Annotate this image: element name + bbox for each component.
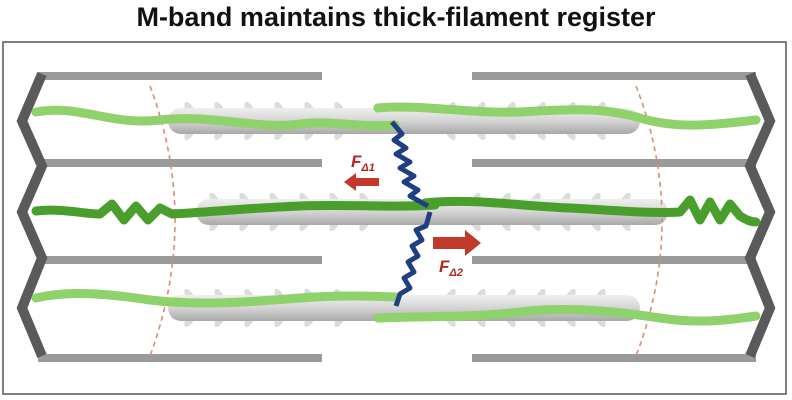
titin-row-1: [31, 102, 761, 131]
m-band-link-upper: [390, 120, 430, 209]
force-label-1-sub: Δ1: [360, 162, 375, 174]
m-band-link-lower: [393, 211, 433, 307]
force-label-2-main: F: [439, 257, 450, 276]
force-label-2-sub: Δ2: [448, 267, 463, 279]
force-arrow-1: [344, 173, 379, 191]
force-arrow-2: [433, 230, 481, 256]
diagram-frame: [2, 41, 787, 395]
a-band-edge-left: [149, 85, 176, 357]
titin-row-2: [31, 195, 761, 227]
figure-title: M-band maintains thick-filament register: [136, 2, 656, 32]
titin-row-3: [31, 289, 761, 326]
thin-filaments-left: [38, 72, 322, 362]
z-disc-left: [16, 72, 48, 358]
force-label-1-main: F: [351, 152, 362, 171]
force-label-1: FΔ1: [351, 152, 375, 174]
thin-filaments-right: [472, 72, 756, 362]
force-label-2: FΔ2: [439, 257, 463, 279]
z-disc-right: [744, 72, 776, 358]
